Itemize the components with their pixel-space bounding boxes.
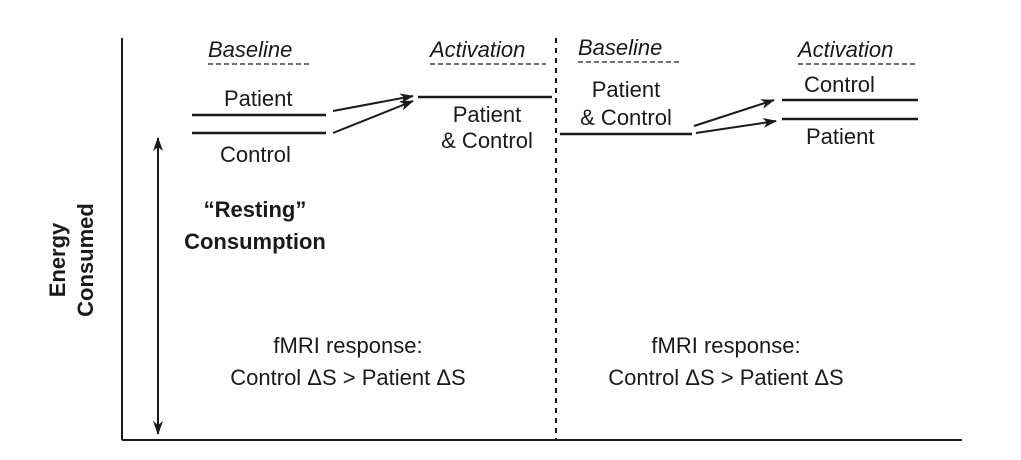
left-activation-label-line2: & Control bbox=[441, 128, 533, 153]
right-patient-arrow bbox=[695, 117, 777, 134]
right-control-arrow bbox=[693, 99, 775, 127]
right-baseline-label: Patient & Control bbox=[560, 76, 692, 132]
right-fmri-line2: Control ΔS > Patient ΔS bbox=[608, 365, 844, 390]
left-fmri-line1: fMRI response: bbox=[273, 333, 423, 358]
left-activation-header: Activation bbox=[430, 37, 526, 62]
left-baseline-patient-label: Patient bbox=[224, 86, 293, 111]
right-activation-header: Activation bbox=[798, 37, 894, 62]
left-fmri-line2: Control ΔS > Patient ΔS bbox=[230, 365, 466, 390]
left-baseline-header: Baseline bbox=[208, 37, 293, 62]
left-activation-label: Patient & Control bbox=[420, 102, 554, 154]
left-control-arrow bbox=[332, 100, 414, 134]
left-activation-label-line1: Patient bbox=[452, 102, 522, 127]
right-baseline-label-line2: & Control bbox=[580, 105, 672, 130]
left-patient-arrow bbox=[332, 93, 414, 112]
right-activation-patient-label: Patient bbox=[806, 124, 875, 149]
resting-label-line1: “Resting” bbox=[203, 197, 307, 222]
right-fmri-response: fMRI response: Control ΔS > Patient ΔS bbox=[576, 330, 876, 394]
resting-consumption-label: “Resting” Consumption bbox=[162, 194, 348, 258]
right-activation-control-label: Control bbox=[804, 72, 875, 97]
left-fmri-response: fMRI response: Control ΔS > Patient ΔS bbox=[198, 330, 498, 394]
right-fmri-line1: fMRI response: bbox=[651, 333, 801, 358]
y-axis-label-line2: Consumed bbox=[73, 203, 98, 317]
y-axis-label: Energy Consumed bbox=[44, 160, 104, 360]
right-baseline-label-line1: Patient bbox=[591, 77, 661, 102]
y-axis-label-line1: Energy bbox=[45, 222, 70, 298]
resting-label-line2: Consumption bbox=[184, 229, 326, 254]
right-baseline-header: Baseline bbox=[578, 35, 663, 60]
left-baseline-control-label: Control bbox=[220, 142, 291, 167]
